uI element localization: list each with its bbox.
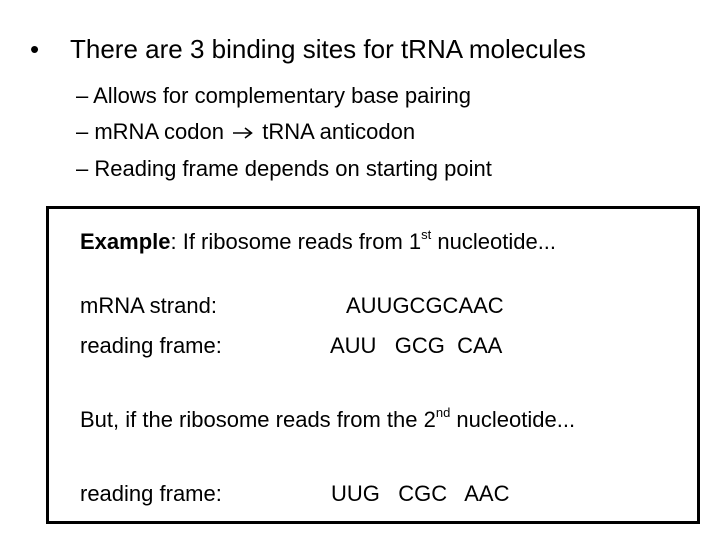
reading-frame-2-label: reading frame: bbox=[80, 481, 222, 506]
second-intro-text: But, if the ribosome reads from the 2 bbox=[80, 407, 436, 432]
example-intro-text: : If ribosome reads from 1 bbox=[170, 229, 422, 254]
second-nucleotide-line: But, if the ribosome reads from the 2nd … bbox=[80, 405, 576, 433]
superscript-st: st bbox=[421, 227, 432, 242]
reading-frame-1-value: AUU GCG CAA bbox=[330, 333, 503, 358]
superscript-nd: nd bbox=[435, 405, 451, 420]
example-box: Example: If ribosome reads from 1st nucl… bbox=[46, 206, 700, 524]
mrna-strand-label: mRNA strand: bbox=[80, 293, 217, 318]
sub-item-base-pairing: – Allows for complementary base pairing bbox=[76, 83, 471, 108]
codon-text: – mRNA codon bbox=[76, 119, 224, 144]
sub-bullet-list: – Allows for complementary base pairing … bbox=[76, 78, 492, 187]
example-label: Example bbox=[80, 229, 171, 254]
main-bullet-text: There are 3 binding sites for tRNA molec… bbox=[70, 34, 586, 64]
example-intro: Example: If ribosome reads from 1st nucl… bbox=[80, 227, 557, 255]
reading-frame-1-label: reading frame: bbox=[80, 333, 222, 358]
right-arrow-icon bbox=[232, 115, 254, 151]
main-bullet: • There are 3 binding sites for tRNA mole… bbox=[30, 34, 586, 65]
reading-frame-2-value: UUG CGC AAC bbox=[331, 481, 510, 506]
sub-item-codon-anticodon: – mRNA codon tRNA anticodon bbox=[76, 114, 492, 151]
bullet-marker: • bbox=[30, 34, 40, 64]
example-intro-tail: nucleotide... bbox=[431, 229, 557, 254]
sub-item-reading-frame: – Reading frame depends on starting poin… bbox=[76, 156, 492, 182]
anticodon-text: tRNA anticodon bbox=[262, 119, 416, 144]
second-intro-tail: nucleotide... bbox=[450, 407, 576, 432]
mrna-strand-value: AUUGCGCAAC bbox=[346, 293, 504, 318]
